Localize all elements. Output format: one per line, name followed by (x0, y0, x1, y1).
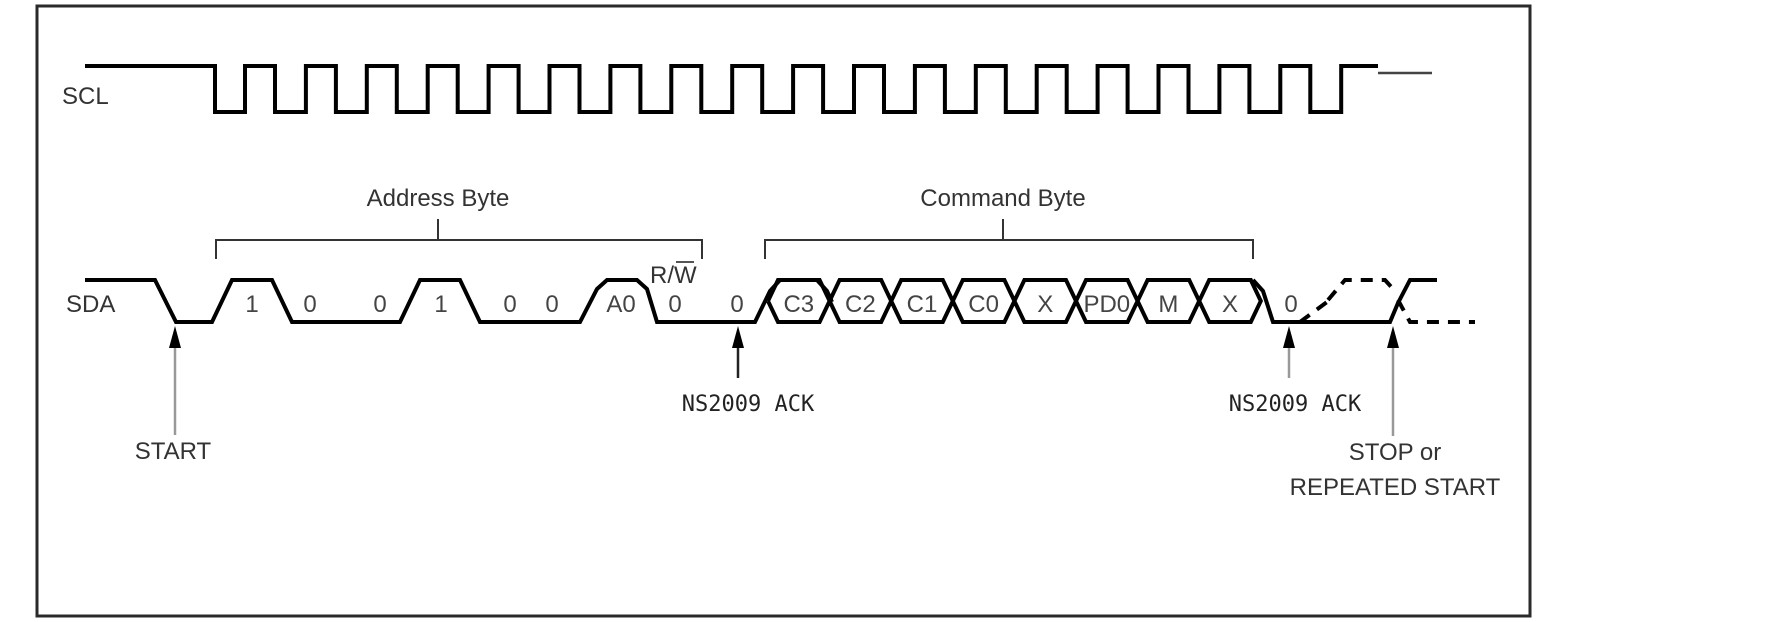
start-label: START (135, 438, 212, 465)
ack2-arrowhead-icon (1283, 326, 1295, 348)
address-bit-5: 0 (503, 291, 516, 318)
address-bit-2: 0 (303, 291, 316, 318)
command-bit-pd0-5: PD0 (1083, 291, 1130, 318)
ack1-bit: 0 (730, 291, 743, 318)
sda-label: SDA (66, 291, 115, 318)
command-bit-c3-0: C3 (783, 291, 814, 318)
ack2-arrow (1283, 326, 1295, 378)
rw-label: R/W (650, 262, 697, 289)
rw-bit: 0 (668, 291, 681, 318)
command-bit-c0-3: C0 (968, 291, 999, 318)
command-byte-bracket (764, 219, 1254, 259)
address-bit-1: 1 (245, 291, 258, 318)
address-bit-3: 0 (373, 291, 386, 318)
stop-arrowhead-icon (1387, 326, 1399, 348)
ack2-label: NS2009 ACK (1229, 392, 1362, 417)
stop-label-line2: REPEATED START (1290, 474, 1501, 501)
address-bit-a0: A0 (606, 291, 635, 318)
command-bit-m-6: M (1158, 291, 1178, 318)
ack2-bit: 0 (1284, 291, 1297, 318)
diagram-frame (35, 4, 1532, 618)
stop-arrow (1387, 326, 1399, 436)
sda-waveform (85, 278, 1475, 324)
scl-waveform (85, 64, 1378, 114)
command-byte-label: Command Byte (920, 185, 1085, 212)
command-bit-c1-2: C1 (907, 291, 938, 318)
address-byte-bracket (215, 219, 703, 259)
ack1-arrowhead-icon (732, 326, 744, 348)
address-bit-4: 1 (434, 291, 447, 318)
start-arrowhead-icon (169, 326, 181, 348)
stop-label-line1: STOP or (1349, 439, 1441, 466)
command-bit-c2-1: C2 (845, 291, 876, 318)
address-byte-label: Address Byte (367, 185, 510, 212)
ack1-label: NS2009 ACK (682, 392, 815, 417)
ack1-arrow (732, 326, 744, 378)
address-bit-6: 0 (545, 291, 558, 318)
start-arrow (169, 326, 181, 435)
command-bit-x-7: X (1222, 291, 1238, 318)
command-bit-x-4: X (1037, 291, 1053, 318)
scl-label: SCL (62, 83, 109, 110)
